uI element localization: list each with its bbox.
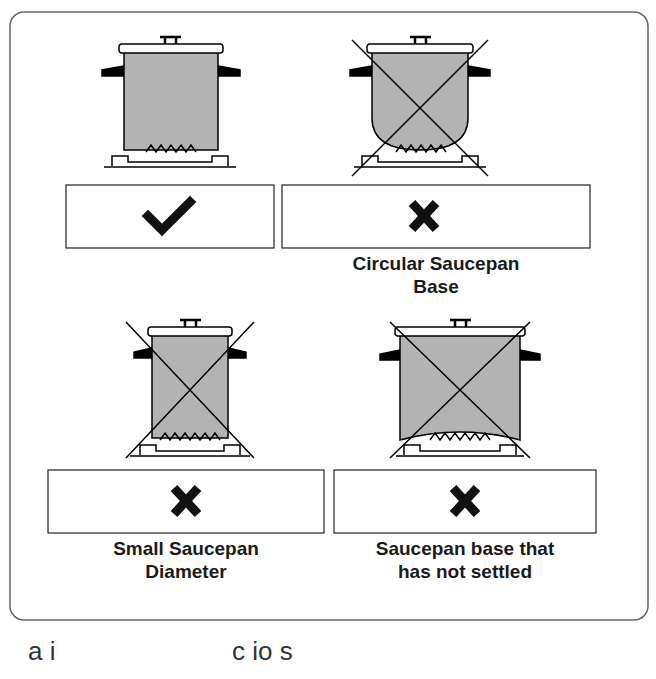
circular-base-saucepan	[350, 37, 490, 176]
warning-caption: Circular Saucepan Base	[336, 253, 536, 299]
small-diameter-saucepan	[126, 320, 254, 458]
warning-caption: Saucepan base that has not settled	[363, 538, 568, 584]
correct-saucepan	[102, 37, 240, 167]
cross-mark	[174, 488, 198, 514]
cross-mark	[453, 488, 477, 514]
check-mark	[148, 202, 190, 230]
panel-border	[10, 12, 648, 620]
warning-caption: Small Saucepan Diameter	[91, 538, 281, 584]
symbol-boxes	[48, 185, 596, 533]
unsettled-base-saucepan	[380, 320, 540, 458]
cross-mark	[412, 203, 436, 229]
footer-text: a i	[28, 636, 55, 667]
footer-text: c io s	[232, 636, 293, 667]
